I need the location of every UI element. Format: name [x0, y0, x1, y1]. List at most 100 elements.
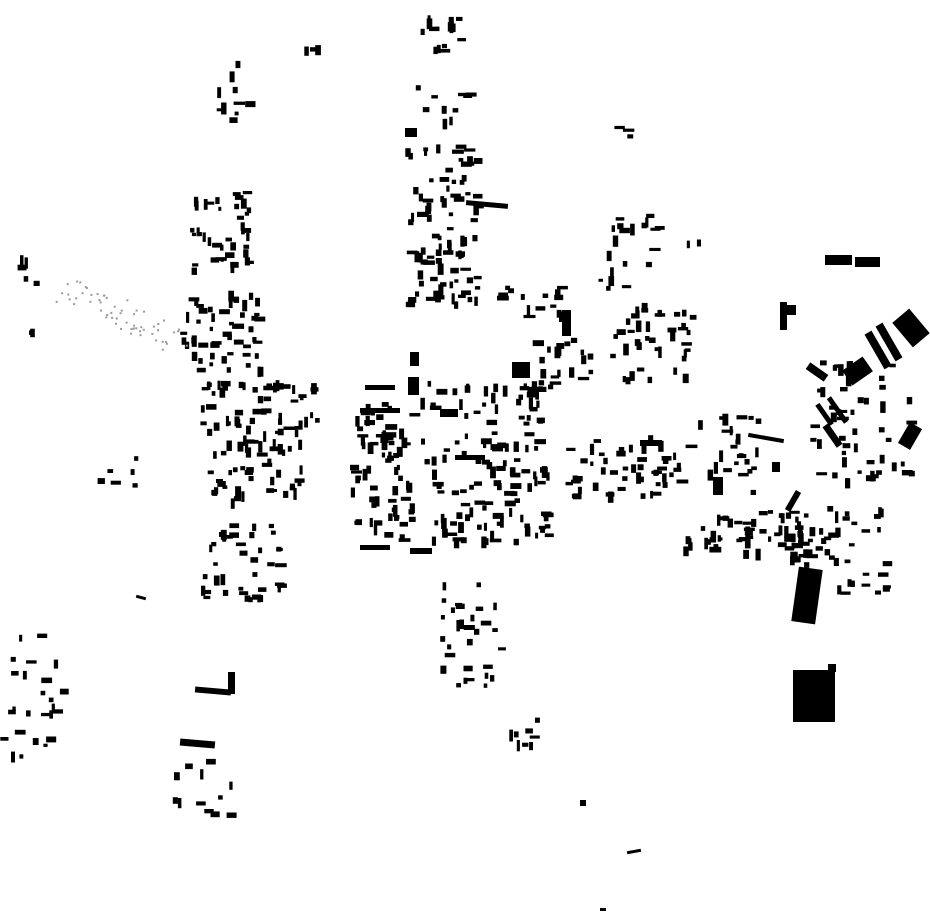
building [225, 252, 235, 258]
building [367, 442, 374, 454]
building [738, 472, 749, 477]
building [246, 232, 250, 242]
building [627, 134, 634, 139]
building [670, 330, 676, 342]
building [408, 297, 417, 303]
building [415, 291, 420, 297]
building [622, 476, 628, 481]
building [270, 530, 276, 535]
building [750, 489, 756, 495]
building [629, 371, 635, 381]
building [387, 436, 394, 441]
building [673, 452, 677, 461]
building [547, 346, 551, 353]
building [425, 296, 438, 301]
building [234, 409, 244, 416]
building [297, 479, 302, 487]
building [446, 227, 454, 231]
building [572, 493, 582, 500]
faint-building [89, 300, 92, 303]
building [438, 284, 444, 296]
building [651, 470, 662, 474]
building [211, 391, 216, 396]
building [646, 213, 655, 218]
building [211, 341, 222, 345]
faint-building [115, 317, 118, 320]
building [877, 527, 881, 533]
building [829, 405, 835, 410]
building [423, 147, 429, 152]
building [310, 387, 319, 392]
building [365, 415, 370, 427]
building [191, 337, 197, 344]
building [674, 311, 681, 317]
building [19, 634, 23, 642]
building [191, 351, 198, 361]
building [496, 521, 503, 526]
building [510, 472, 521, 478]
building [797, 528, 803, 538]
building [248, 292, 254, 300]
building [904, 439, 908, 448]
building [441, 598, 447, 603]
building [243, 244, 250, 249]
building [865, 475, 876, 482]
building [48, 697, 54, 703]
building [837, 416, 849, 421]
building [580, 458, 588, 464]
building [406, 250, 418, 255]
building [436, 144, 441, 154]
building [686, 329, 691, 336]
building [820, 387, 826, 398]
building [200, 405, 205, 413]
building [11, 671, 19, 676]
building [498, 292, 508, 298]
building [298, 439, 303, 450]
building [520, 294, 525, 300]
building [539, 356, 545, 364]
building [509, 467, 516, 477]
building [550, 304, 557, 308]
building [446, 185, 450, 192]
building [409, 413, 421, 417]
faint-building [157, 329, 159, 332]
faint-building [142, 328, 145, 331]
building [685, 444, 698, 449]
building [490, 466, 496, 479]
building [457, 38, 466, 42]
building [427, 15, 431, 22]
building [224, 535, 233, 539]
building [621, 285, 632, 289]
building [889, 363, 896, 368]
building [510, 491, 518, 497]
building [437, 263, 444, 275]
building [650, 490, 654, 499]
building [385, 432, 397, 438]
building [529, 735, 540, 739]
building [43, 743, 48, 747]
building [469, 507, 474, 518]
building [474, 628, 480, 635]
building [381, 431, 387, 438]
building [246, 467, 254, 473]
building [454, 279, 459, 283]
building [840, 387, 848, 392]
building [542, 293, 549, 298]
faint-building [98, 299, 101, 302]
building [20, 255, 24, 267]
building [464, 433, 468, 440]
building [465, 514, 470, 522]
building [14, 729, 26, 735]
building [369, 517, 373, 528]
building [509, 507, 513, 517]
building [550, 375, 560, 379]
large-building [772, 462, 780, 472]
building [237, 441, 244, 452]
faint-building [165, 341, 167, 343]
faint-building [140, 326, 143, 329]
building [461, 290, 471, 296]
building [845, 375, 852, 387]
building [522, 742, 529, 747]
building [619, 227, 630, 234]
faint-building [139, 330, 142, 333]
